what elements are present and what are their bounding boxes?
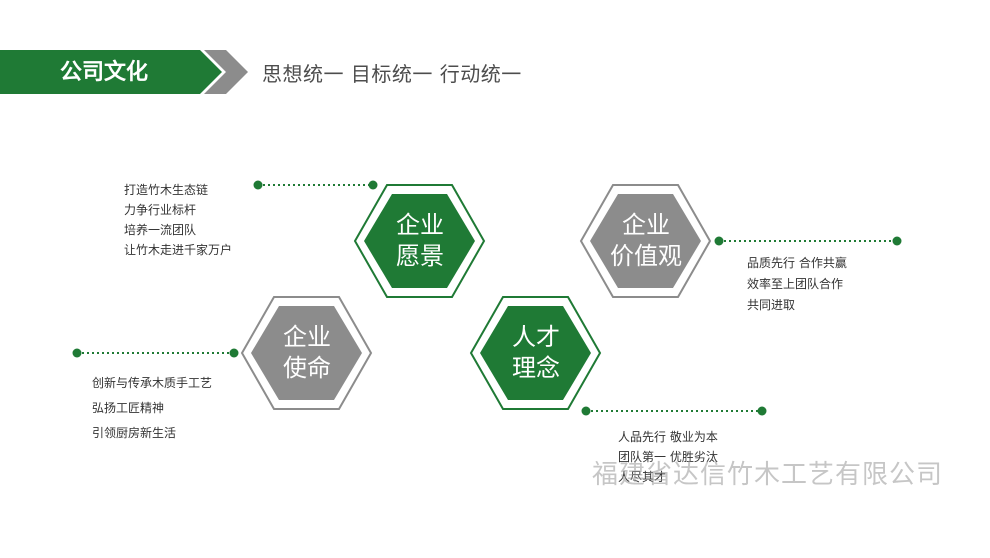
values-label-line1: 企业 [622,211,670,239]
company-watermark: 福建省达信竹木工艺有限公司 [592,460,944,490]
vision-hex [364,194,475,288]
talent-label: 人才 理念 [476,322,596,384]
mission-connector-dot-right [229,348,239,358]
talent-connector-dot-left [581,406,591,416]
title-banner [0,50,222,94]
talent-hex [480,306,591,400]
vision-label-line1: 企业 [396,211,444,239]
vision-item: 培养一流团队 [124,223,197,237]
mission-label-line1: 企业 [283,323,331,351]
vision-connector-dot-left [253,180,263,190]
vision-item: 让竹木走进千家万户 [124,243,233,257]
values-item: 品质先行 合作共赢 [747,256,847,270]
title-arrow-1 [204,50,248,94]
mission-item: 引领厨房新生活 [92,426,177,440]
mission-item: 创新与传承木质手工艺 [92,376,213,390]
mission-hex-outline [240,296,373,410]
talent-description: 人品先行 敬业为本 团队第一 优胜劣汰 人尽其才 [618,427,718,487]
values-item: 共同进取 [747,298,796,312]
talent-hex-outline [469,296,602,410]
mission-description: 创新与传承木质手工艺 弘扬工匠精神 引领厨房新生活 [92,371,212,446]
talent-connector-dot-right [757,406,767,416]
vision-label: 企业 愿景 [360,210,480,272]
talent-item: 人品先行 敬业为本 [618,430,718,444]
vision-connector-dot-right [368,180,378,190]
vision-description: 打造竹木生态链 力争行业标杆 培养一流团队 让竹木走进千家万户 [124,180,232,260]
page-slogan: 思想统一 目标统一 行动统一 [262,62,522,86]
values-label-line2: 价值观 [610,242,682,270]
talent-item: 团队第一 优胜劣汰 [618,450,718,464]
vision-item: 力争行业标杆 [124,203,197,217]
vision-label-line2: 愿景 [396,242,444,270]
mission-item: 弘扬工匠精神 [92,401,165,415]
values-description: 品质先行 合作共赢 效率至上团队合作 共同进取 [747,253,847,316]
mission-connector-dot-left [72,348,82,358]
values-hex [590,194,701,288]
mission-label-line2: 使命 [283,354,331,382]
talent-label-line2: 理念 [512,354,560,382]
mission-hex [251,306,362,400]
values-label: 企业 价值观 [586,210,706,272]
vision-item: 打造竹木生态链 [124,183,209,197]
mission-label: 企业 使命 [247,322,367,384]
values-connector-dot-left [714,236,724,246]
values-connector-dot-right [892,236,902,246]
values-hex-outline [579,184,712,298]
talent-label-line1: 人才 [512,323,560,351]
page-title: 公司文化 [60,60,149,85]
talent-item: 人尽其才 [618,470,667,484]
values-item: 效率至上团队合作 [747,277,844,291]
vision-hex-outline [353,184,486,298]
